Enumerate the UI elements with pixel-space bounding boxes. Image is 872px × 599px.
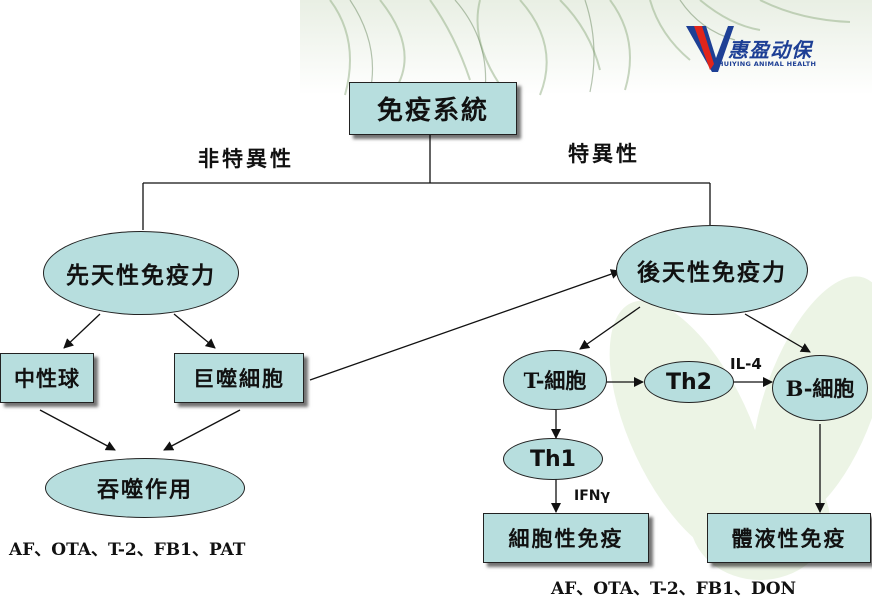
arrow-macrophage-acquired [309, 269, 621, 381]
node-th1: Th1 [503, 438, 603, 480]
label-il4: IL-4 [730, 355, 762, 373]
arrow-innate-neutrophil [63, 313, 101, 349]
node-acquired-immunity: 後天性免疫力 [616, 225, 808, 315]
node-th2: Th2 [644, 361, 734, 403]
node-innate-immunity: 先天性免疫力 [43, 231, 239, 315]
node-neutrophil: 中性球 [0, 353, 94, 403]
node-immune-system: 免疫系統 [349, 82, 517, 135]
node-t-cell: T-細胞 [503, 350, 607, 410]
node-phagocytosis: 吞噬作用 [45, 458, 245, 518]
node-b-cell: B-細胞 [772, 355, 868, 421]
tree-connector [142, 135, 711, 230]
company-logo-mark [686, 26, 734, 72]
company-logo-subtitle: HUIYING ANIMAL HEALTH [718, 60, 817, 68]
arrow-innate-macrophage [173, 313, 216, 349]
node-cellular-immunity: 細胞性免疫 [483, 513, 649, 563]
arrow-macrophage-phagocytosis [163, 409, 241, 451]
label-toxins-left: AF、OTA、T-2、FB1、PAT [9, 540, 246, 560]
label-toxins-right: AF、OTA、T-2、FB1、DON [551, 579, 797, 599]
label-ifn-gamma: IFNγ [574, 488, 611, 504]
arrow-neutrophil-phagocytosis [39, 409, 116, 451]
node-macrophage: 巨噬細胞 [174, 353, 304, 403]
company-logo-text: 惠盈动保 [728, 38, 812, 62]
arrow-acquired-tcell [579, 306, 641, 350]
arrow-acquired-bcell [744, 313, 811, 353]
label-specific: 特異性 [568, 141, 640, 166]
node-humoral-immunity: 體液性免疫 [707, 513, 871, 563]
label-non-specific: 非特異性 [198, 146, 294, 171]
